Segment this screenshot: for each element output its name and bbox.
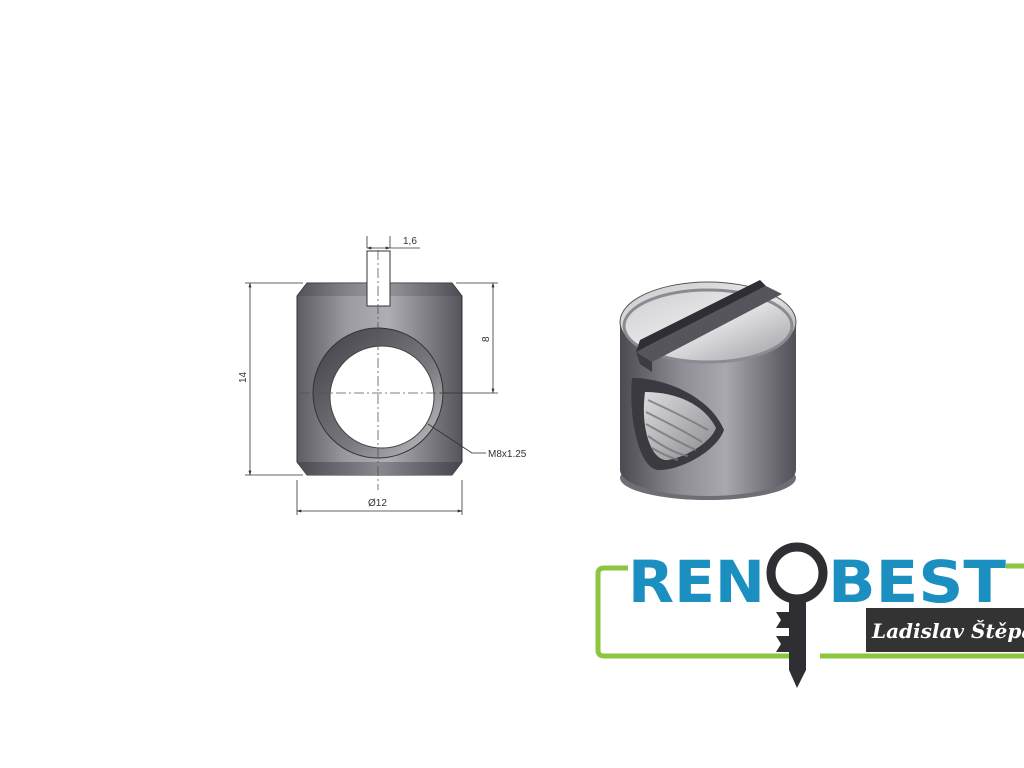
dim-slot-width: 1,6 (403, 236, 417, 247)
dim-height: 14 (238, 371, 249, 383)
dim-diameter: Ø12 (368, 498, 387, 509)
logo-frame (595, 565, 790, 659)
top-chamfer (297, 283, 462, 306)
renobest-logo: REN BEST Ladislav Štěpán (595, 542, 1024, 688)
logo-owner-name: Ladislav Štěpán (871, 618, 1024, 643)
logo-brand-left: REN (628, 548, 765, 616)
technical-drawing: 1,6 14 8 Ø12 M8x1.25 (238, 236, 527, 515)
dim-hole-center: 8 (481, 336, 492, 342)
key-icon (766, 542, 828, 688)
logo-brand-right: BEST (828, 548, 1006, 616)
dim-thread: M8x1.25 (488, 449, 527, 460)
owner-banner (866, 608, 1024, 652)
bottom-chamfer (297, 462, 462, 475)
slot (366, 250, 391, 307)
thread-hole-inner (329, 345, 435, 449)
nut-3d-render (619, 280, 797, 500)
